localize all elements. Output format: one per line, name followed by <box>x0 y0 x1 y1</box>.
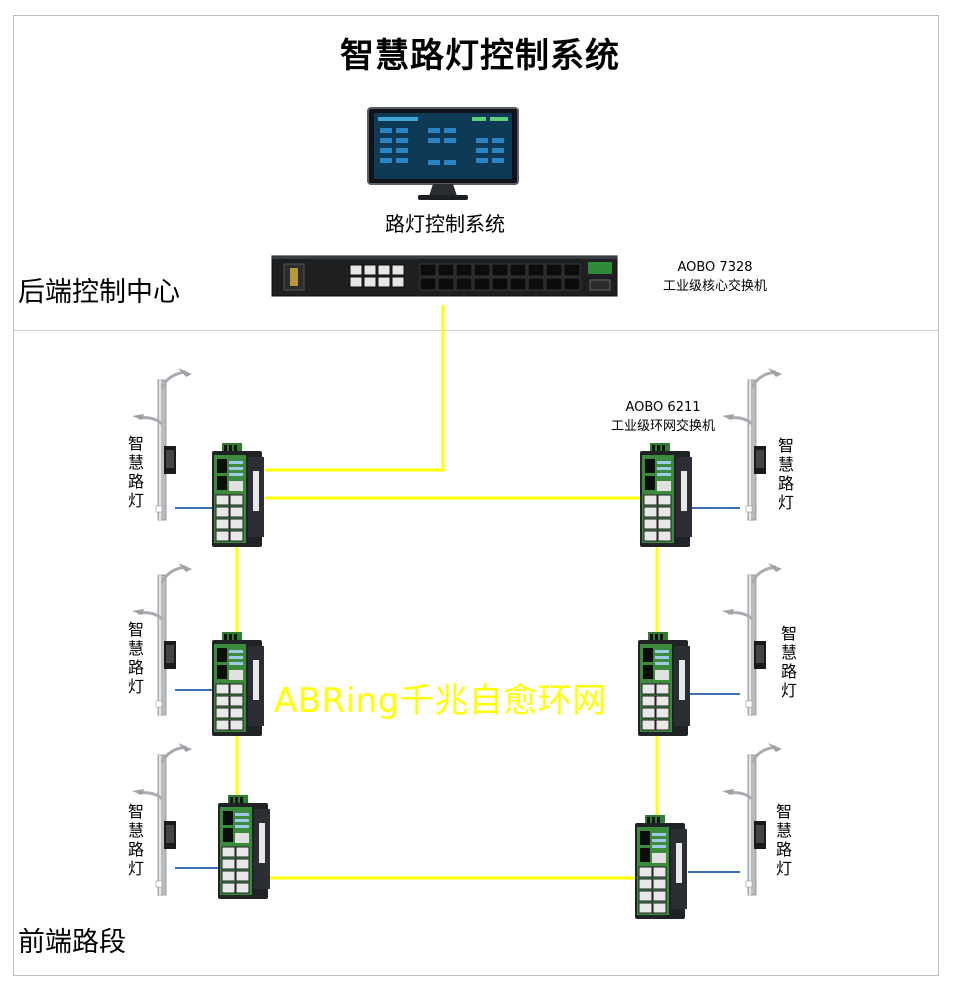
lamp-label: 智慧路灯 <box>780 624 797 700</box>
diagram-title: 智慧路灯控制系统 <box>340 36 620 76</box>
core-switch-icon <box>271 255 618 297</box>
ring-switch-icon <box>639 442 693 548</box>
lamp-label: 智慧路灯 <box>127 802 144 878</box>
lamp-label: 智慧路灯 <box>127 434 144 510</box>
street-lamp-icon <box>720 366 784 522</box>
lamp-links <box>175 507 740 873</box>
ring-network-label: ABRing千兆自愈环网 <box>274 681 607 721</box>
monitor-icon <box>367 107 519 200</box>
core-switch-model: AOBO 7328 <box>677 260 753 275</box>
monitor-label: 路灯控制系统 <box>385 212 505 236</box>
section-divider <box>13 330 939 331</box>
ring-links <box>235 305 659 880</box>
ring-switch-desc: 工业级环网交换机 <box>610 419 715 434</box>
ring-switch-model: AOBO 6211 <box>625 400 701 415</box>
ring-switch-icon <box>634 814 688 920</box>
backend-section-label: 后端控制中心 <box>18 277 180 308</box>
core-switch-desc: 工业级核心交换机 <box>662 279 767 294</box>
street-lamp-icon <box>720 561 784 717</box>
ring-switch-icon <box>217 794 271 900</box>
lamp-label: 智慧路灯 <box>127 620 144 696</box>
core-switch-caption: AOBO 7328 工业级核心交换机 <box>640 258 790 296</box>
uplink-line <box>265 305 445 472</box>
ring-switch-icon <box>637 631 691 737</box>
lamp-label: 智慧路灯 <box>775 802 792 878</box>
ring-switch-icon <box>211 442 265 548</box>
ring-switch-caption: AOBO 6211 工业级环网交换机 <box>588 398 738 436</box>
diagram-frame <box>13 15 939 976</box>
lamp-label: 智慧路灯 <box>777 436 794 512</box>
frontend-section-label: 前端路段 <box>18 927 126 958</box>
ring-switch-icon <box>211 631 265 737</box>
